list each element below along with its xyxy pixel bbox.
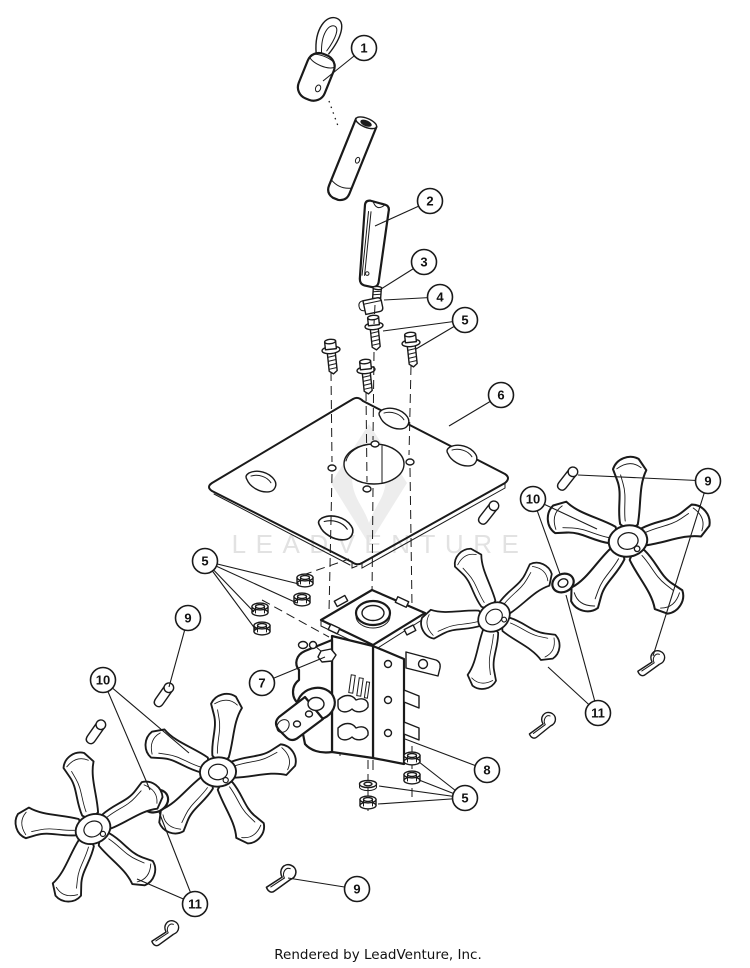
- svg-text:8: 8: [483, 763, 490, 778]
- svg-text:7: 7: [258, 676, 265, 691]
- callout-11-left[interactable]: 11: [181, 890, 209, 918]
- hex-nut: [359, 795, 377, 810]
- gearbox-part: [274, 588, 441, 766]
- tine-wheel-left-inner: [120, 676, 312, 865]
- svg-text:10: 10: [526, 492, 540, 507]
- callout-9-right[interactable]: 9: [694, 467, 722, 495]
- assembly-axis-dotted: [328, 100, 339, 127]
- klik-pin: [554, 464, 581, 493]
- watermark-text: LEADVENTURE: [232, 529, 529, 559]
- svg-text:9: 9: [353, 882, 360, 897]
- callout-5-left[interactable]: 5: [191, 547, 219, 575]
- callout-3[interactable]: 3: [410, 248, 438, 276]
- mounting-plate-part: [208, 396, 509, 569]
- svg-text:9: 9: [184, 611, 191, 626]
- footer-credit: Rendered by LeadVenture, Inc.: [274, 947, 482, 963]
- callout-6[interactable]: 6: [487, 381, 515, 409]
- clip-part: [358, 297, 384, 316]
- callout-9-bottom[interactable]: 9: [343, 875, 371, 903]
- klik-pin: [151, 680, 177, 710]
- callout-11-right[interactable]: 11: [584, 699, 612, 727]
- cotter-clip: [526, 710, 559, 740]
- plate-slot-top: [375, 402, 413, 434]
- grease-fitting-part: [308, 640, 337, 663]
- hex-nut: [296, 573, 314, 588]
- flat-washer: [358, 779, 378, 792]
- hex-nut: [403, 770, 421, 785]
- svg-text:3: 3: [420, 255, 427, 270]
- callout-10-left[interactable]: 10: [89, 666, 117, 694]
- svg-text:11: 11: [591, 706, 605, 721]
- flange-bolt: [400, 330, 424, 369]
- svg-text:2: 2: [426, 194, 433, 209]
- callout-2[interactable]: 2: [416, 187, 444, 215]
- tube-part: [327, 116, 378, 202]
- svg-text:4: 4: [436, 290, 444, 305]
- callout-5-top[interactable]: 5: [451, 306, 479, 334]
- flange-bolt: [355, 357, 379, 396]
- callout-5-bottom[interactable]: 5: [451, 784, 479, 812]
- svg-text:1: 1: [360, 41, 367, 56]
- svg-text:6: 6: [497, 388, 504, 403]
- tine-wheel-left-outer: [5, 744, 177, 913]
- spacer-washer-right: [551, 572, 575, 594]
- hex-nut: [403, 751, 421, 766]
- svg-text:5: 5: [201, 554, 208, 569]
- hex-nut: [293, 592, 311, 607]
- cotter-clip: [149, 919, 181, 947]
- svg-text:11: 11: [188, 897, 202, 912]
- flange-bolt: [320, 337, 344, 376]
- svg-text:10: 10: [96, 673, 110, 688]
- plate-slot-left: [242, 465, 280, 497]
- cotter-clip: [635, 649, 667, 677]
- hex-nut: [251, 602, 269, 617]
- callout-1[interactable]: 1: [350, 34, 378, 62]
- support-bar-part: [358, 199, 390, 289]
- leader-lines: [102, 47, 709, 905]
- callout-9-left[interactable]: 9: [174, 604, 202, 632]
- hex-nut: [253, 621, 271, 636]
- hardware-lower: [358, 751, 421, 810]
- callout-4[interactable]: 4: [426, 283, 454, 311]
- klik-pin: [83, 717, 109, 747]
- callouts: 1 2 3 4 5 6 10 9 5 9 10 7 11 8 5 9 11: [89, 34, 722, 918]
- flange-bolts-upper: [320, 313, 424, 396]
- svg-text:5: 5: [461, 791, 468, 806]
- svg-text:9: 9: [704, 474, 711, 489]
- tine-wheel-right-outer: [530, 446, 721, 634]
- callout-8[interactable]: 8: [473, 756, 501, 784]
- handle-grip-part: [296, 16, 343, 102]
- hex-nuts-upper: [251, 573, 314, 636]
- callout-7[interactable]: 7: [248, 669, 276, 697]
- klik-pin: [475, 498, 502, 527]
- svg-text:5: 5: [461, 313, 468, 328]
- callout-10-right[interactable]: 10: [519, 485, 547, 513]
